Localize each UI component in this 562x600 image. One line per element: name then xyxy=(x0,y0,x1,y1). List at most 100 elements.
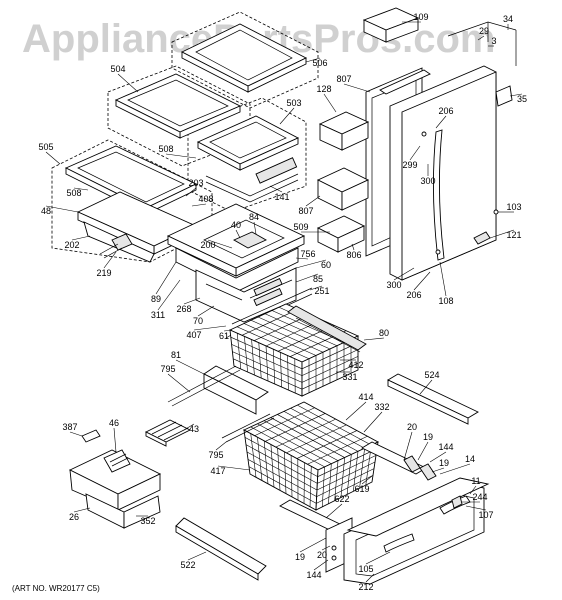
ice-bin-assembly[interactable] xyxy=(68,429,162,529)
hinge-cover-35 xyxy=(495,85,513,107)
callout-46: 46 xyxy=(109,418,119,428)
basket-wire xyxy=(257,423,332,465)
leader-20b xyxy=(321,545,331,551)
basket-wire xyxy=(277,414,352,455)
basket-wire xyxy=(263,420,339,461)
leader-504 xyxy=(117,73,139,93)
callout-29: 29 xyxy=(479,26,489,36)
callout-109: 109 xyxy=(413,12,428,22)
leader-299 xyxy=(409,145,421,161)
callout-524: 524 xyxy=(424,370,439,380)
callout-509: 509 xyxy=(293,222,308,232)
rail-251 xyxy=(231,287,313,325)
door-outer-panel[interactable] xyxy=(389,65,499,281)
leader-85 xyxy=(295,273,319,283)
rail-80 xyxy=(287,305,367,353)
callout-206b: 206 xyxy=(406,290,421,300)
callout-268: 268 xyxy=(176,304,191,314)
leader-806 xyxy=(351,243,355,251)
callout-108: 108 xyxy=(438,296,453,306)
rail-clip-19b xyxy=(419,463,437,481)
callout-407: 407 xyxy=(186,330,201,340)
callout-795b: 795 xyxy=(208,450,223,460)
callout-300b: 300 xyxy=(386,280,401,290)
deli-drawer-202[interactable] xyxy=(76,191,198,263)
leader-70 xyxy=(197,305,215,317)
basket-wire xyxy=(230,336,303,370)
leader-203 xyxy=(185,187,197,197)
leader-524 xyxy=(419,379,433,395)
callout-505: 505 xyxy=(38,142,53,152)
callout-412: 412 xyxy=(348,360,363,370)
leader-14 xyxy=(439,463,471,475)
leader-206a xyxy=(435,115,447,129)
leader-128 xyxy=(323,93,337,113)
leader-60 xyxy=(295,259,327,269)
upper-basket-412[interactable] xyxy=(228,303,360,397)
drawer-knob-219 xyxy=(111,233,133,251)
leader-35 xyxy=(509,93,523,97)
callout-144a: 144 xyxy=(438,442,453,452)
basket-wire xyxy=(301,362,359,390)
callout-332: 332 xyxy=(374,402,389,412)
basket-wire xyxy=(270,417,345,458)
leader-107 xyxy=(465,505,487,511)
basket-wire xyxy=(258,342,262,379)
handle-cap-244 xyxy=(451,495,463,509)
basket-wire xyxy=(245,444,318,484)
callout-206a: 206 xyxy=(438,106,453,116)
leader-807a xyxy=(343,83,371,93)
basket-wire xyxy=(265,345,269,382)
lower-basket-414[interactable] xyxy=(242,401,380,511)
leader-61 xyxy=(223,329,233,332)
slide-rail-assembly xyxy=(279,441,437,573)
ice-tray-43[interactable] xyxy=(144,419,192,447)
basket-wire xyxy=(296,430,357,459)
basket-wire xyxy=(265,413,326,442)
leader-407 xyxy=(193,325,227,331)
leader-332 xyxy=(363,411,383,433)
basket-wire xyxy=(316,468,375,497)
callout-20a: 20 xyxy=(407,422,417,432)
bin-side-352 xyxy=(123,495,161,529)
basket-wire xyxy=(251,339,255,376)
leader-268 xyxy=(183,297,201,305)
leader-144b xyxy=(313,559,329,571)
basket-wire xyxy=(244,336,248,373)
screw-103 xyxy=(493,209,499,215)
leader-219 xyxy=(103,251,117,269)
leader-795b xyxy=(215,441,227,451)
bottom-trim-522[interactable] xyxy=(175,517,267,581)
callout-795a: 795 xyxy=(160,364,175,374)
leader-251 xyxy=(309,285,323,291)
callout-20b: 20 xyxy=(317,550,327,560)
leader-506 xyxy=(305,57,321,63)
rod-795b xyxy=(221,413,275,443)
front-rail-524[interactable] xyxy=(387,373,479,425)
shelf-504[interactable] xyxy=(114,73,242,139)
callout-300a: 300 xyxy=(420,176,435,186)
shelf-503[interactable] xyxy=(196,115,300,203)
crisper-cover-assembly[interactable] xyxy=(166,203,306,323)
basket-wire xyxy=(297,404,372,446)
callout-203: 203 xyxy=(188,178,203,188)
dairy-door-109[interactable] xyxy=(362,7,420,43)
leader-212 xyxy=(365,573,375,583)
leader-756 xyxy=(295,257,309,260)
basket-wire xyxy=(287,355,289,391)
callout-34: 34 xyxy=(503,14,513,24)
callout-508b: 508 xyxy=(158,144,173,154)
leader-505 xyxy=(45,151,61,165)
door-bins[interactable] xyxy=(316,111,370,253)
basket-wire xyxy=(247,459,317,497)
shelf-506[interactable] xyxy=(180,23,308,93)
callout-144b: 144 xyxy=(306,570,321,580)
leader-503 xyxy=(279,107,295,125)
leader-43 xyxy=(183,423,195,431)
leader-202 xyxy=(71,235,91,241)
freezer-door-11[interactable] xyxy=(343,477,490,585)
callout-85: 85 xyxy=(313,274,323,284)
basket-wire xyxy=(275,418,336,448)
